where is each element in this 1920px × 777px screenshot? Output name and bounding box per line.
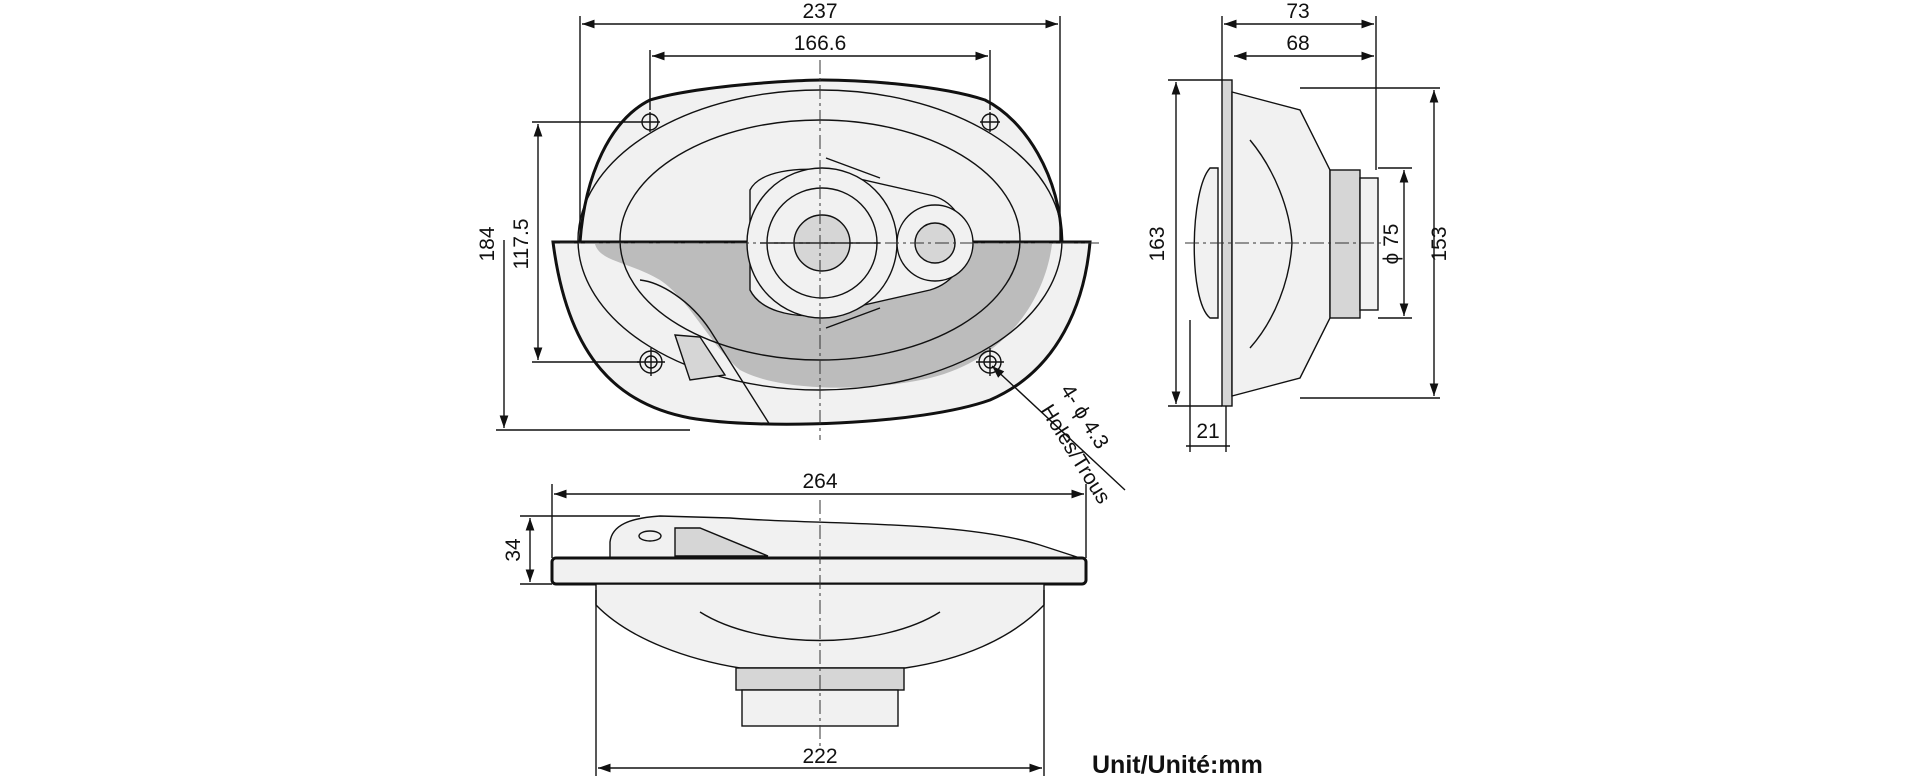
side-view: 73 68 163 153 ϕ 75 21 [1146,0,1451,452]
front-mount-hole-tl [640,112,660,132]
side-basket [1231,91,1331,397]
unit-label: Unit/Unité:mm [1092,751,1263,777]
front-mount-hole-tr [980,112,1000,132]
holes-leader-line [991,365,1126,491]
dim-front-width: 237 [802,0,837,23]
dim-front-height: 184 [476,226,499,261]
bottom-fin [674,527,769,557]
dim-front-holes-height: 117.5 [510,219,533,270]
side-magnet-plate [1329,169,1361,319]
bottom-flange [550,556,1088,586]
dim-side-height-outer: 163 [1146,226,1169,261]
bottom-hole [638,530,662,542]
front-view: 237 166.6 184 117.5 4- ϕ 4.3 Holes/Trous [476,0,1126,508]
side-magnet [1359,177,1379,311]
bottom-view: 264 222 34 [502,470,1088,776]
front-lead-bottom [825,307,881,329]
dim-side-grille-depth: 21 [1196,420,1219,443]
dim-front-holes-width: 166.6 [794,32,847,55]
front-lead-top [825,157,881,179]
dim-bottom-width-basket: 222 [802,745,837,768]
dim-bottom-width-flange: 264 [802,470,837,493]
side-grille [1193,167,1219,319]
front-mount-hole-br [976,348,1004,376]
dim-side-depth-total: 73 [1286,0,1309,23]
front-side-fin [674,334,727,381]
dim-side-depth-mount: 68 [1286,32,1309,55]
dim-bottom-height-top: 34 [502,538,525,562]
front-fin-outline [639,279,771,426]
dim-side-magnet-dia: ϕ 75 [1380,224,1403,265]
dim-side-height-basket: 153 [1428,226,1451,261]
bottom-basket-window [699,611,941,642]
